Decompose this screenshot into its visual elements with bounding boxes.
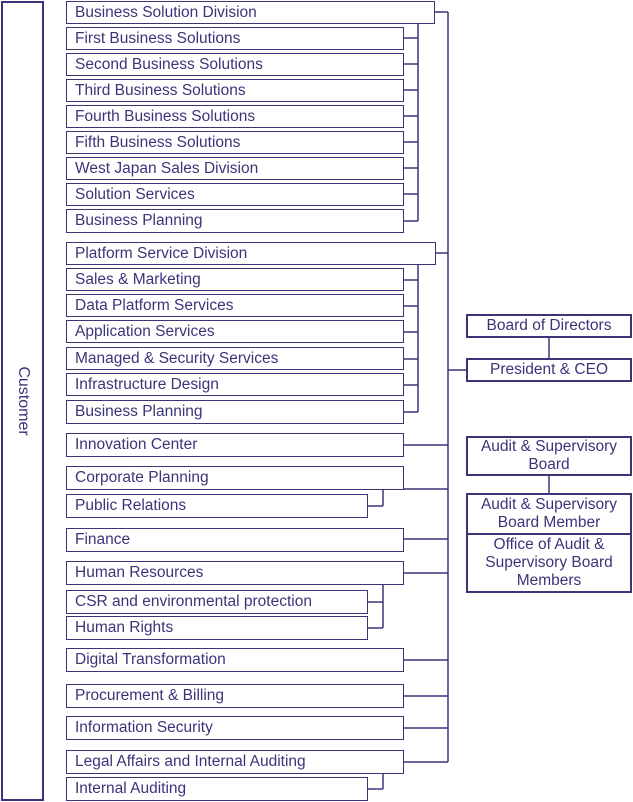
org-box-business-planning-bs: Business Planning <box>66 209 404 233</box>
org-box-label: Third Business Solutions <box>75 81 246 99</box>
org-box-label: Information Security <box>75 719 213 736</box>
org-box-label-line: Audit & Supervisory <box>480 496 618 513</box>
org-box-information-security: Information Security <box>66 716 404 740</box>
org-box-label: Solution Services <box>75 185 195 203</box>
org-box-label-line: Supervisory Board <box>485 554 613 571</box>
org-box-label-line: Audit & Supervisory <box>480 438 618 455</box>
org-box-managed-security-services: Managed & Security Services <box>66 347 404 370</box>
org-box-human-resources: Human Resources <box>66 561 404 585</box>
org-box-second-business-solutions: Second Business Solutions <box>66 53 404 76</box>
org-box-csr-environmental: CSR and environmental protection <box>66 590 368 614</box>
org-box-digital-transformation: Digital Transformation <box>66 648 404 672</box>
org-box-label: Public Relations <box>75 497 187 514</box>
org-box-label: Human Rights <box>75 619 174 636</box>
org-box-innovation-center: Innovation Center <box>66 433 404 457</box>
org-box-platform-service-division: Platform Service Division <box>66 242 436 265</box>
org-box-data-platform-services: Data Platform Services <box>66 294 404 317</box>
org-box-business-solution-division: Business Solution Division <box>66 1 435 24</box>
org-box-solution-services: Solution Services <box>66 183 404 206</box>
org-box-label: Platform Service Division <box>75 244 248 262</box>
org-box-infrastructure-design: Infrastructure Design <box>66 373 404 396</box>
org-box-label-line: Members <box>516 572 582 589</box>
org-box-internal-auditing: Internal Auditing <box>66 777 368 801</box>
org-box-corporate-planning: Corporate Planning <box>66 466 404 490</box>
org-box-label: First Business Solutions <box>75 29 241 47</box>
org-box-sales-marketing: Sales & Marketing <box>66 268 404 291</box>
org-box-label: Board of Directors <box>486 317 612 334</box>
org-box-label: Fourth Business Solutions <box>75 107 256 125</box>
org-box-label: Legal Affairs and Internal Auditing <box>75 753 306 770</box>
org-box-board-of-directors: Board of Directors <box>466 314 632 338</box>
org-box-label: Internal Auditing <box>75 780 187 797</box>
org-box-finance: Finance <box>66 528 404 552</box>
org-box-label: Data Platform Services <box>75 296 234 314</box>
customer-label: Customer <box>14 366 32 436</box>
org-box-label: President & CEO <box>489 361 609 378</box>
org-box-label: Finance <box>75 531 131 548</box>
org-box-label: Digital Transformation <box>75 651 226 668</box>
org-box-label: West Japan Sales Division <box>75 159 259 177</box>
org-box-label: Corporate Planning <box>75 469 209 486</box>
org-box-president-ceo: President & CEO <box>466 358 632 382</box>
org-box-label: Human Resources <box>75 564 204 581</box>
org-box-label-line: Board Member <box>497 514 601 531</box>
org-box-label: Application Services <box>75 322 215 340</box>
org-box-label: Innovation Center <box>75 436 198 453</box>
org-box-label: Business Solution Division <box>75 3 257 21</box>
org-box-label: Managed & Security Services <box>75 349 279 367</box>
org-box-label: Procurement & Billing <box>75 687 225 704</box>
org-box-label: CSR and environmental protection <box>75 593 312 610</box>
org-box-fourth-business-solutions: Fourth Business Solutions <box>66 105 404 128</box>
org-box-west-japan-sales: West Japan Sales Division <box>66 157 404 180</box>
org-box-label: Second Business Solutions <box>75 55 263 73</box>
org-box-fifth-business-solutions: Fifth Business Solutions <box>66 131 404 154</box>
org-box-first-business-solutions: First Business Solutions <box>66 27 404 50</box>
org-box-procurement-billing: Procurement & Billing <box>66 684 404 708</box>
org-box-human-rights: Human Rights <box>66 616 368 640</box>
org-box-public-relations: Public Relations <box>66 494 368 518</box>
org-box-business-planning-ps: Business Planning <box>66 400 404 424</box>
org-box-legal-affairs: Legal Affairs and Internal Auditing <box>66 750 404 774</box>
org-box-label: Sales & Marketing <box>75 270 201 288</box>
org-box-application-services: Application Services <box>66 320 404 343</box>
org-box-label-line: Office of Audit & <box>493 536 605 553</box>
org-box-label: Business Planning <box>75 212 203 229</box>
org-box-label: Infrastructure Design <box>75 375 219 393</box>
customer-bar: Customer <box>1 1 44 801</box>
org-box-label-line: Board <box>528 456 570 473</box>
org-box-third-business-solutions: Third Business Solutions <box>66 79 404 102</box>
org-box-label: Fifth Business Solutions <box>75 133 241 151</box>
org-box-label: Business Planning <box>75 403 203 420</box>
